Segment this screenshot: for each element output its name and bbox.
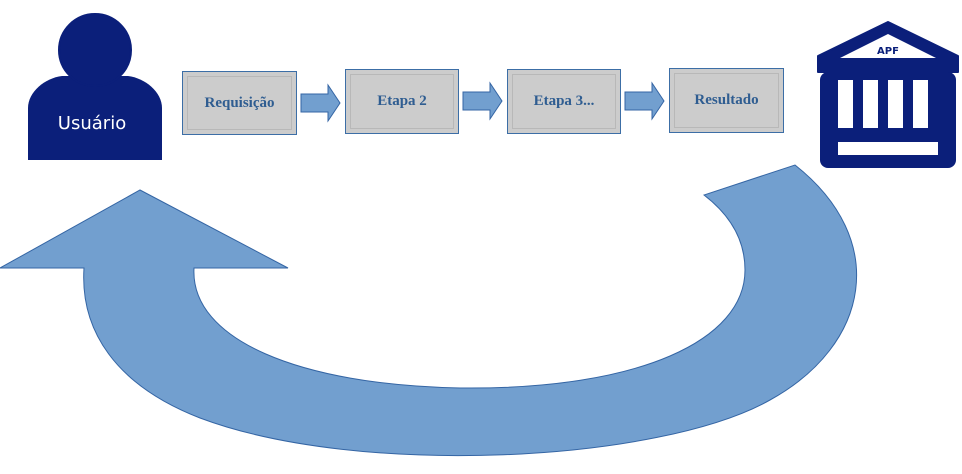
return-arrow: [0, 164, 857, 457]
user-label: Usuário: [57, 113, 127, 134]
user-icon: [28, 13, 162, 160]
step-requisicao[interactable]: Requisição: [182, 71, 297, 135]
step-etapa-2[interactable]: Etapa 2: [345, 69, 459, 134]
step-label: Requisição: [204, 94, 275, 111]
flow-arrow-3: [624, 81, 665, 121]
flow-arrow-2: [462, 81, 503, 121]
bank-building-icon: [817, 21, 959, 168]
flow-arrow-1: [300, 83, 341, 123]
institution-label: APF: [877, 46, 899, 57]
step-label: Resultado: [694, 92, 759, 108]
step-resultado[interactable]: Resultado: [669, 68, 784, 133]
step-label: Etapa 2: [377, 93, 427, 109]
step-etapa-3[interactable]: Etapa 3...: [507, 69, 621, 134]
step-label: Etapa 3...: [533, 93, 595, 109]
